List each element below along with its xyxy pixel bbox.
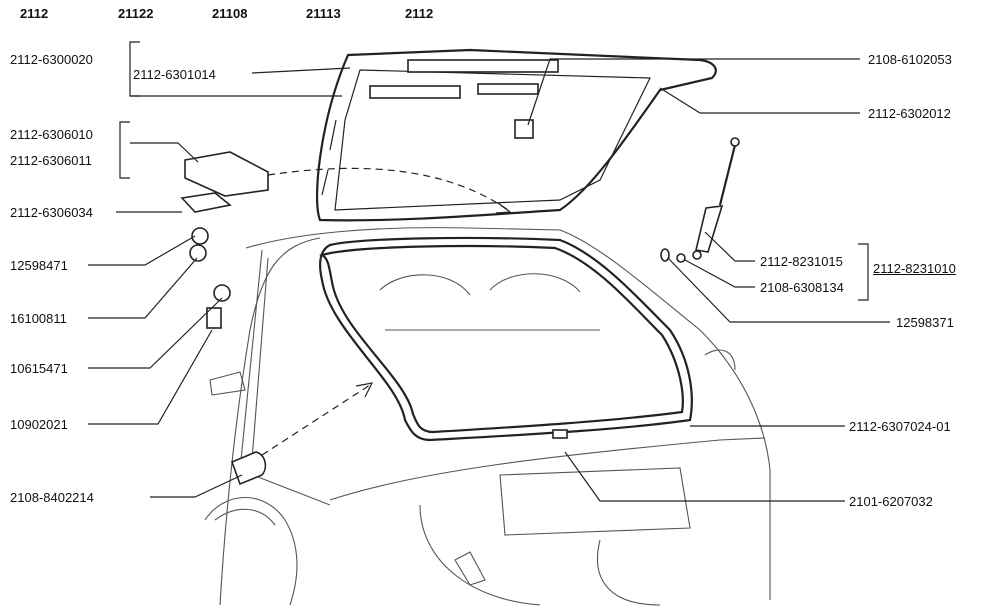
label-lock-washer: 10615471 bbox=[10, 361, 68, 376]
label-opening-seal: 2112-6307024-01 bbox=[849, 419, 951, 434]
hinge-drawing bbox=[180, 151, 269, 329]
label-ball-pin: 2108-6308134 bbox=[760, 280, 844, 295]
label-washer-1: 12598471 bbox=[10, 258, 68, 273]
label-lock-plate: 2101-6207032 bbox=[849, 494, 933, 509]
label-washer-2: 12598371 bbox=[896, 315, 954, 330]
label-glass-seal: 2112-6302012 bbox=[868, 106, 951, 121]
label-trim-fastener: 2108-6102053 bbox=[868, 52, 952, 67]
model-21113: 21113 bbox=[306, 6, 341, 21]
label-strut-assembly: 2112-8231010 bbox=[873, 261, 956, 276]
label-door-panel: 2112-6301014 bbox=[133, 67, 216, 82]
label-strut: 2112-8231015 bbox=[760, 254, 843, 269]
label-hinge-gasket: 2112-6306034 bbox=[10, 205, 93, 220]
car-body bbox=[204, 227, 771, 606]
tailgate-drawing bbox=[316, 48, 717, 222]
label-door-assembly: 2112-6300020 bbox=[10, 52, 93, 67]
bracket-strut bbox=[858, 243, 869, 301]
label-nut: 16100811 bbox=[10, 311, 67, 326]
model-list: 2112 21122 21108 21113 2112 bbox=[0, 6, 988, 26]
label-hinge-left: 2112-6306010 bbox=[10, 127, 93, 142]
label-hinge-right: 2112-6306011 bbox=[10, 153, 92, 168]
strut-drawing bbox=[660, 137, 740, 263]
model-21122: 21122 bbox=[118, 6, 154, 21]
label-bumper-stop: 2108-8402214 bbox=[10, 490, 94, 505]
label-bolt: 10902021 bbox=[10, 417, 68, 432]
model-2112-b: 2112 bbox=[405, 6, 434, 21]
opening-seal-drawing bbox=[318, 236, 693, 442]
model-21108: 21108 bbox=[212, 6, 248, 21]
bracket-hinge bbox=[119, 121, 130, 179]
bumper-stop-drawing bbox=[230, 451, 267, 486]
model-2112: 2112 bbox=[20, 6, 49, 21]
